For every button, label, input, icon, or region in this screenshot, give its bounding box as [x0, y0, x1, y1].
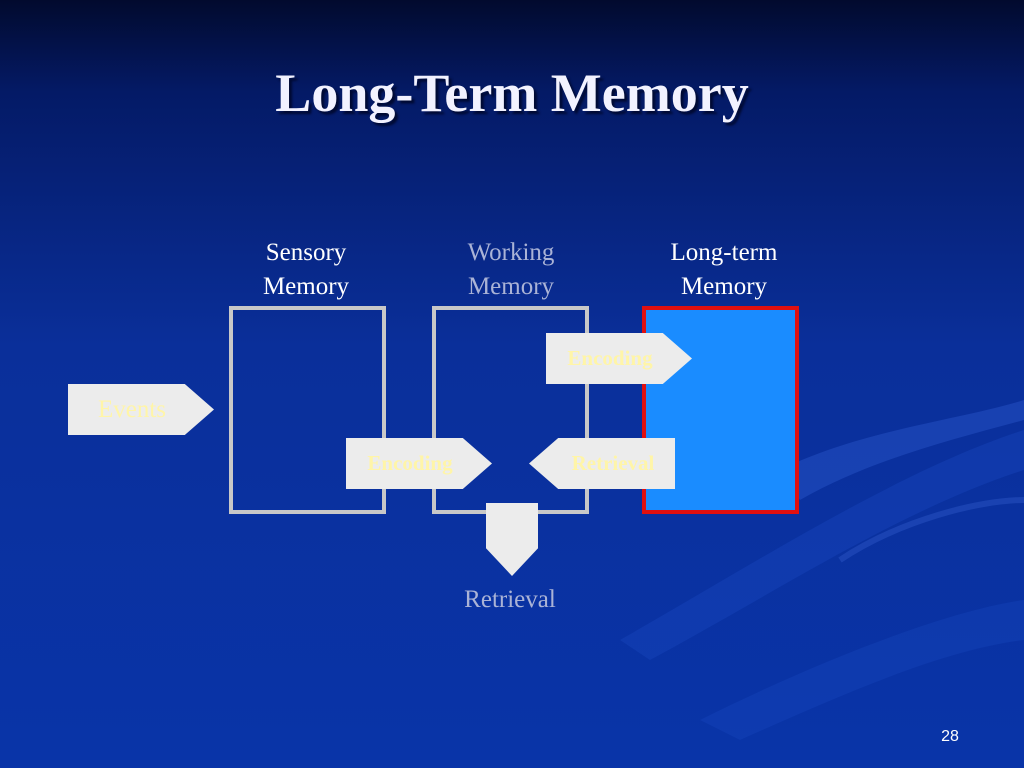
- encoding-arrow-to-longterm: Encoding: [546, 333, 692, 384]
- slide-title: Long-Term Memory: [275, 63, 749, 123]
- page-number: 28: [941, 728, 959, 745]
- encoding-arrow-to-longterm-label: Encoding: [567, 346, 653, 370]
- encoding-arrow-to-working-label: Encoding: [367, 451, 453, 475]
- events-arrow-label: Events: [97, 395, 167, 423]
- label-working-memory: Working Memory: [467, 239, 555, 300]
- retrieval-arrow-from-longterm: Retrieval: [529, 438, 675, 489]
- encoding-arrow-to-working: Encoding: [346, 438, 492, 489]
- retrieval-arrow-label: Retrieval: [571, 451, 655, 475]
- events-arrow: Events: [68, 384, 214, 435]
- label-sensory-memory: Sensory Memory: [262, 239, 350, 300]
- sensory-memory-box: [229, 306, 386, 514]
- label-long-term-memory: Long-term Memory: [670, 239, 778, 300]
- retrieval-output-label: Retrieval: [464, 586, 556, 613]
